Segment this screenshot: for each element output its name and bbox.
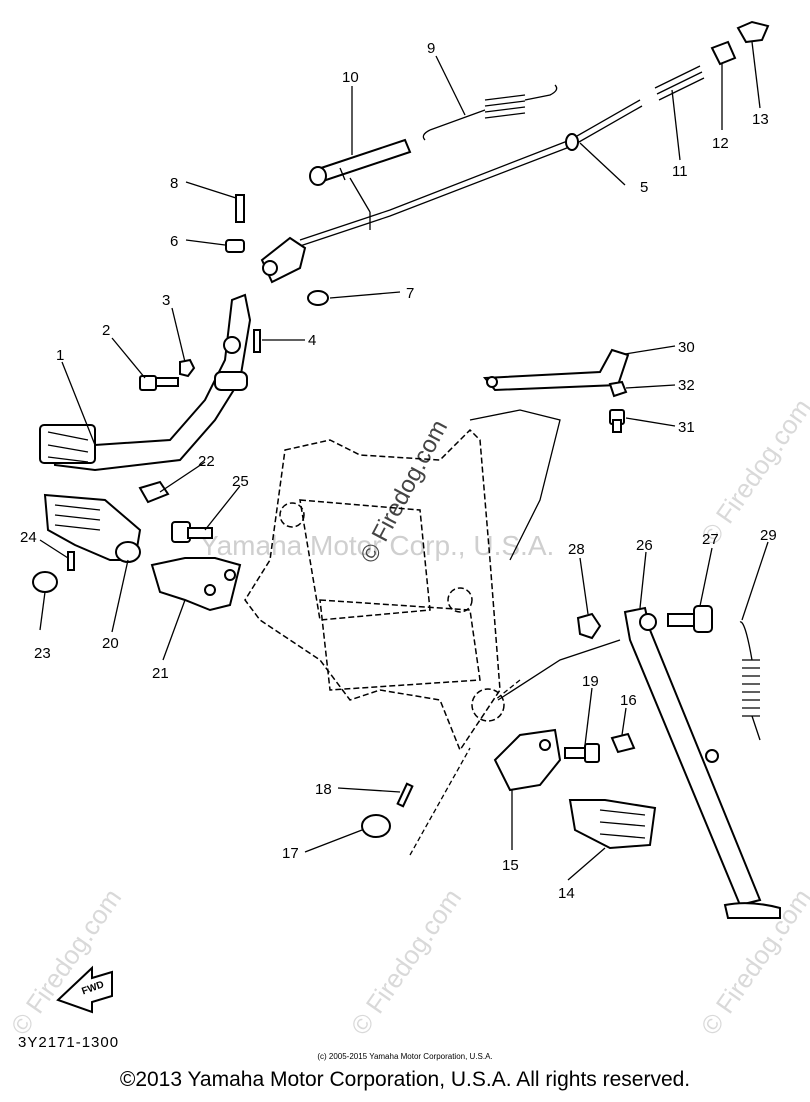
sidestand-26 [623,606,781,919]
callout-31: 31 [678,419,695,436]
bracket-15 [493,728,562,792]
spring-9 [422,84,558,141]
pin-23 [32,571,58,593]
callout-16: 16 [620,692,637,709]
callout-6: 6 [170,233,178,250]
callout-12: 12 [712,135,729,152]
callout-25: 25 [232,473,249,490]
spring-22 [138,480,170,504]
rod-sleeve-10 [309,138,412,186]
washer-7 [307,290,329,306]
washer-32 [608,380,628,398]
callout-labels: 1 2 3 4 5 6 7 8 9 10 11 12 13 14 15 16 1… [20,40,777,902]
callout-32: 32 [678,377,695,394]
callout-10: 10 [342,69,359,86]
spring-11 [654,65,705,101]
footrest-14 [568,799,657,850]
callout-3: 3 [162,292,170,309]
callout-14: 14 [558,885,575,902]
callout-17: 17 [282,845,299,862]
leader-lines [39,41,769,881]
callout-9: 9 [427,40,435,57]
callout-26: 26 [636,537,653,554]
callout-27: 27 [702,531,719,548]
cotter-pin-8 [235,194,245,223]
bolt-25 [171,521,213,543]
fwd-arrow: FWD [56,965,113,1014]
small-copyright: (c) 2005-2015 Yamaha Motor Corporation, … [317,1052,493,1061]
callout-8: 8 [170,175,178,192]
bolt-19 [564,743,600,763]
brake-rod [260,99,643,284]
callout-30: 30 [678,339,695,356]
callout-22: 22 [198,453,215,470]
pin-6 [225,239,245,253]
callout-1: 1 [56,347,64,364]
bolt-31 [609,409,625,433]
callout-24: 24 [20,529,37,546]
pedal-shaft [214,371,248,391]
pin-17 [361,814,391,838]
bracket-21 [150,557,242,612]
callout-7: 7 [406,285,414,302]
callout-21: 21 [152,665,169,682]
spring-29 [739,621,761,741]
pin-4 [253,329,261,353]
clip-24 [67,551,75,571]
bracket-30 [482,348,630,392]
nut-3 [179,358,196,378]
spring-16 [610,732,636,754]
callout-5: 5 [640,179,648,196]
brake-pedal [39,293,252,472]
nut-28 [576,612,602,640]
callout-18: 18 [315,781,332,798]
callout-23: 23 [34,645,51,662]
callout-20: 20 [102,635,119,652]
wing-nut-13 [736,20,770,44]
callout-19: 19 [582,673,599,690]
bolt-27 [667,605,713,633]
frame-outline [244,409,621,752]
callout-13: 13 [752,111,769,128]
callout-29: 29 [760,527,777,544]
diagram-code: 3Y2171-1300 [18,1034,120,1051]
callout-11: 11 [672,163,688,180]
watermark-yamaha: Yamaha Motor Corp., U.S.A. [200,530,555,561]
callout-2: 2 [102,322,110,339]
clip-18 [396,782,414,808]
callout-4: 4 [308,332,316,349]
callout-15: 15 [502,857,519,874]
callout-28: 28 [568,541,585,558]
bolt-2 [139,375,179,391]
adjuster-12 [710,40,737,66]
copyright-footer: ©2013 Yamaha Motor Corporation, U.S.A. A… [119,1068,691,1091]
